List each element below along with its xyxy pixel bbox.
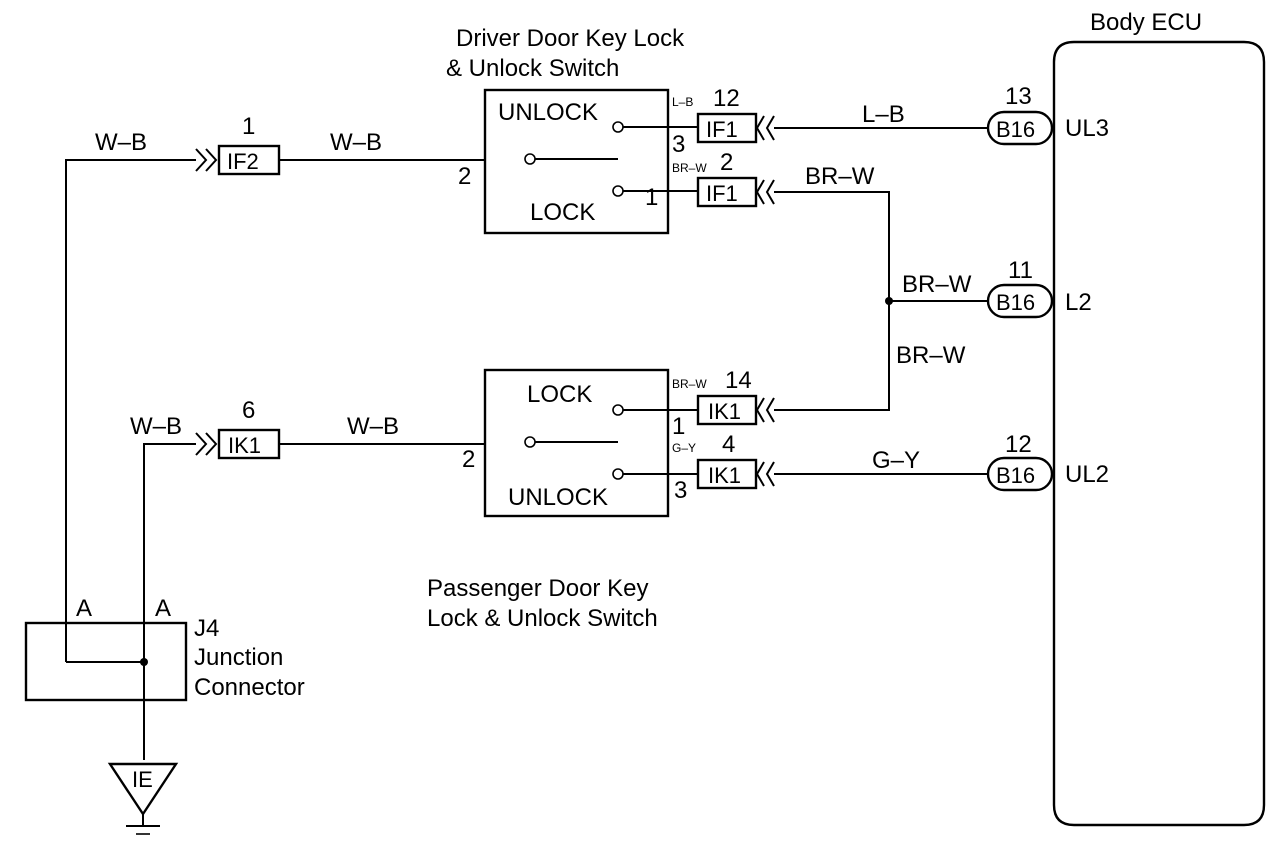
wire-label: G–Y <box>872 447 920 474</box>
body-ecu-outline <box>1052 40 1266 827</box>
junction-box <box>24 621 188 702</box>
passenger-pin-3: 3 <box>674 477 687 504</box>
driver-unlock-label: UNLOCK <box>498 99 598 126</box>
wire-tag: L–B <box>672 95 693 109</box>
connector-ik1-lock: BR–W 14 IK1 <box>672 367 775 426</box>
passenger-pin-2: 2 <box>462 446 475 473</box>
ground-triangle-icon <box>107 762 179 817</box>
passenger-switch-title-2: Lock & Unlock Switch <box>427 605 658 632</box>
junction-id: J4 <box>194 615 219 642</box>
pin-number: 14 <box>725 367 752 394</box>
female-terminal-icon <box>755 115 775 141</box>
junction-pin-a-left: A <box>76 595 92 622</box>
splice-point-icon <box>885 297 893 305</box>
driver-pin-2: 2 <box>458 163 471 190</box>
passenger-pin-1: 1 <box>672 413 685 440</box>
connector-label: IF1 <box>706 181 738 206</box>
terminal-ul2: UL2 <box>1065 461 1109 488</box>
terminal-ul3: UL3 <box>1065 115 1109 142</box>
ground-ie: IE <box>107 762 179 835</box>
connector-b16-ul3: 13 B16 <box>986 83 1054 146</box>
unlock-terminal-icon <box>612 121 624 133</box>
pin-number: 12 <box>713 85 740 112</box>
unlock-terminal-icon <box>612 468 624 480</box>
wire-passenger-ground <box>143 443 196 760</box>
passenger-unlock-label: UNLOCK <box>508 484 608 511</box>
pin-number: 13 <box>1005 83 1032 110</box>
connector-ik1-unlock: G–Y 4 IK1 <box>672 431 775 490</box>
pin-number: 12 <box>1005 431 1032 458</box>
passenger-lock-label: LOCK <box>527 381 592 408</box>
wire-label: W–B <box>347 413 399 440</box>
driver-pin-1: 1 <box>645 184 658 211</box>
junction-pin-a-right: A <box>155 595 171 622</box>
driver-switch-title-1: Driver Door Key Lock <box>456 25 685 52</box>
connector-if1-unlock: L–B 12 IF1 <box>672 85 775 144</box>
passenger-switch-title-1: Passenger Door Key <box>427 575 648 602</box>
connector-label: IK1 <box>708 399 741 424</box>
pin-number: 1 <box>242 113 255 140</box>
female-terminal-icon <box>755 461 775 487</box>
body-ecu-title: Body ECU <box>1090 9 1202 36</box>
connector-if2: 1 IF2 <box>195 113 281 176</box>
wires: W–B W–B W–B W–B L–B BR–W BR–W BR–W G–Y <box>65 101 988 760</box>
wire-tag: BR–W <box>672 161 707 175</box>
wire-label: BR–W <box>896 342 966 369</box>
terminal-l2: L2 <box>1065 289 1092 316</box>
driver-switch-title-2: & Unlock Switch <box>446 55 619 82</box>
body-ecu: Body ECU UL3 L2 UL2 <box>1052 9 1266 827</box>
junction-connector-j4: A A J4 Junction Connector <box>24 595 305 702</box>
male-terminal-icon <box>195 432 218 456</box>
connector-b16-ul2: 12 B16 <box>986 431 1054 492</box>
lock-terminal-icon <box>612 404 624 416</box>
wire-tag: G–Y <box>672 441 696 455</box>
wire-label: W–B <box>95 129 147 156</box>
wire-label: BR–W <box>805 163 875 190</box>
wire-driver-ground <box>65 159 196 662</box>
driver-pin-3: 3 <box>672 131 685 158</box>
common-terminal-icon <box>524 153 536 165</box>
junction-label-1: Junction <box>194 644 283 671</box>
lock-terminal-icon <box>612 185 624 197</box>
connector-b16-l2: 11 B16 <box>986 257 1054 319</box>
connector-label: B16 <box>996 463 1035 488</box>
connector-ik1-common: 6 IK1 <box>195 397 281 460</box>
connector-label: B16 <box>996 290 1035 315</box>
pin-number: 11 <box>1008 257 1033 284</box>
wire-label: W–B <box>330 129 382 156</box>
connector-label: IF1 <box>706 117 738 142</box>
pin-number: 4 <box>722 431 735 458</box>
connector-if1-lock: BR–W 2 IF1 <box>672 149 775 208</box>
pin-number: 6 <box>242 397 255 424</box>
connector-label: B16 <box>996 117 1035 142</box>
connector-label: IK1 <box>228 433 261 458</box>
passenger-door-switch: LOCK UNLOCK 2 1 3 Passenger Door Key Loc… <box>427 368 698 632</box>
wire-lock-bus <box>774 191 890 411</box>
female-terminal-icon <box>755 179 775 205</box>
male-terminal-icon <box>195 148 218 172</box>
wire-tag: BR–W <box>672 377 707 391</box>
ground-label: IE <box>132 767 153 792</box>
female-terminal-icon <box>755 397 775 423</box>
wire-label: W–B <box>130 413 182 440</box>
wire-label: L–B <box>862 101 905 128</box>
connector-label: IF2 <box>227 149 259 174</box>
wire-label: BR–W <box>902 271 972 298</box>
pin-number: 2 <box>720 149 733 176</box>
driver-door-switch: Driver Door Key Lock & Unlock Switch UNL… <box>446 25 698 235</box>
driver-switch-body <box>483 88 670 235</box>
splice-point-icon <box>140 658 148 666</box>
common-terminal-icon <box>524 436 536 448</box>
driver-lock-label: LOCK <box>530 199 595 226</box>
junction-label-2: Connector <box>194 674 305 701</box>
connector-label: IK1 <box>708 463 741 488</box>
